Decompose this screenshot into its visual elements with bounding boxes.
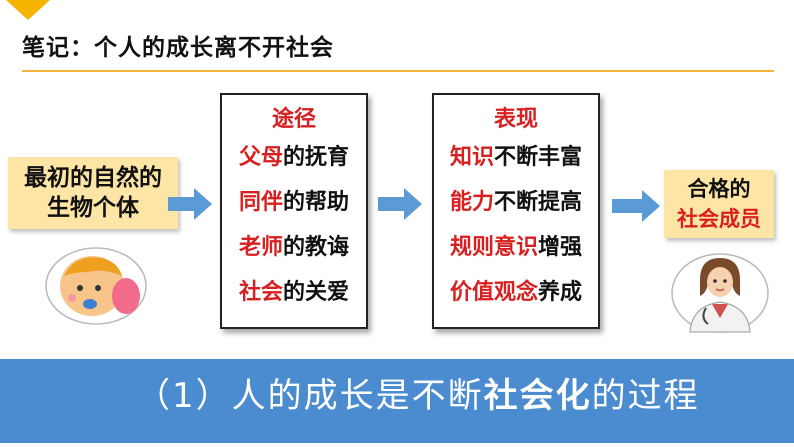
baby-illustration — [45, 247, 147, 325]
arrow-right-icon — [612, 190, 660, 222]
page-title: 笔记：个人的成长离不开社会 — [22, 35, 334, 61]
title-underline — [22, 70, 774, 72]
start-box: 最初的自然的 生物个体 — [8, 157, 178, 229]
arrow-right-icon — [168, 188, 212, 220]
path-item: 父母的抚育 — [238, 145, 350, 170]
summary-text: （1）人的成长是不断社会化的过程 — [136, 376, 700, 416]
show-item: 能力不断提高 — [449, 190, 583, 215]
show-heading: 表现 — [493, 107, 538, 132]
show-item: 价值观念养成 — [449, 280, 583, 305]
arrow-right-icon — [378, 188, 422, 220]
result-line-2: 社会成员 — [677, 207, 761, 231]
path-box: 途径 父母的抚育 同伴的帮助 老师的教诲 社会的关爱 — [220, 93, 368, 329]
path-heading: 途径 — [271, 107, 316, 132]
start-line-1: 最初的自然的 — [24, 165, 162, 191]
show-item: 知识不断丰富 — [449, 145, 583, 170]
path-item: 同伴的帮助 — [238, 190, 350, 215]
corner-triangle-decoration — [6, 0, 50, 20]
show-item: 规则意识增强 — [449, 235, 583, 260]
start-line-2: 生物个体 — [47, 195, 139, 221]
show-box: 表现 知识不断丰富 能力不断提高 规则意识增强 价值观念养成 — [432, 93, 600, 329]
result-line-1: 合格的 — [687, 177, 751, 201]
path-item: 社会的关爱 — [238, 280, 350, 305]
doctor-illustration — [671, 253, 769, 333]
path-item: 老师的教诲 — [238, 235, 350, 260]
summary-banner — [0, 359, 794, 443]
result-box: 合格的 社会成员 — [664, 170, 774, 238]
